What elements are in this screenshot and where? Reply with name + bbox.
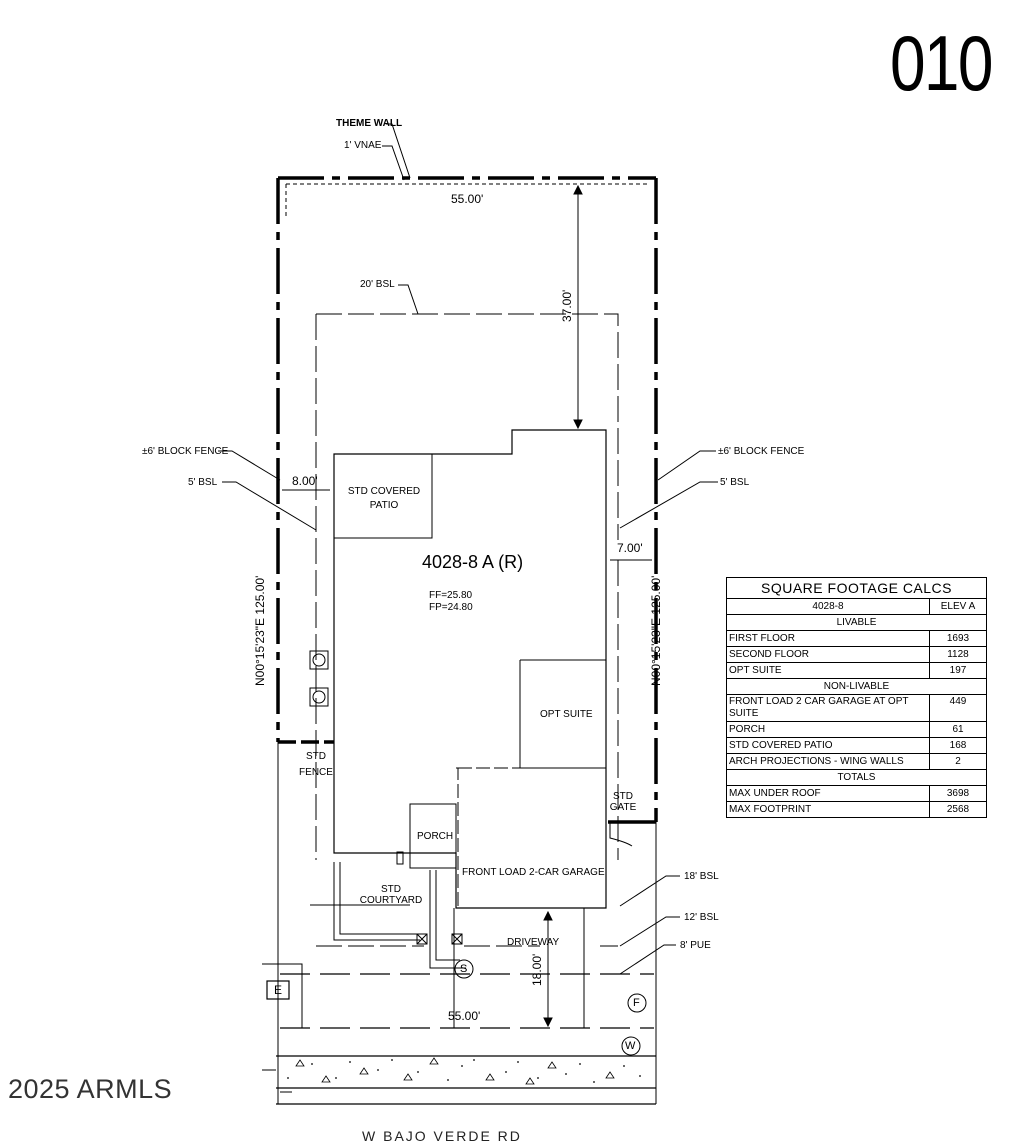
plan-name: 4028-8 A (R) [422,552,524,572]
ac-unit-2 [309,687,329,707]
gate-swing [609,822,633,847]
water-symbol: W [625,1040,636,1052]
garage-label: FRONT LOAD 2-CAR GARAGE [462,867,605,878]
table-title: SQUARE FOOTAGE CALCS [726,577,987,599]
vnae-line [285,183,650,216]
sewer-marker [454,959,474,979]
driveway-label: DRIVEWAY [507,937,560,948]
covered-patio-label: STD COVERED PATIO [347,486,421,511]
hose-bib-2 [451,933,463,945]
rear-setback-dim: 37.00' [560,289,574,322]
electric-box [266,980,290,1000]
hose-bib-1 [416,933,428,945]
block-fence-right-label: ±6' BLOCK FENCE [718,446,805,457]
section-nonlivable: NON-LIVABLE [726,678,987,695]
opt-suite-label: OPT SUITE [540,709,593,720]
street-name: W BAJO VERDE RD [362,1128,522,1144]
bsl-5-right-label: 5' BSL [720,477,750,488]
vnae-label: 1' VNAE [344,140,382,151]
pue-8-label: 8' PUE [680,940,711,951]
block-fence-left-label: ±6' BLOCK FENCE [142,446,229,457]
house-footprint [333,429,607,909]
finished-floor: FF=25.80 [429,590,473,601]
lot-number: 010 [890,19,993,107]
watermark: 2025 ARMLS [8,1074,173,1104]
bsl-12-label: 12' BSL [684,912,719,923]
fire-marker [627,993,647,1013]
std-fence-label: STD FENCE [299,751,333,778]
courtyard-label: STD COURTYARD [359,884,423,906]
courtyard-wall [333,862,420,941]
section-livable: LIVABLE [726,614,987,631]
porch-outline [409,803,457,869]
bsl-5-left-label: 5' BSL [188,477,218,488]
walk [429,870,466,969]
fire-symbol: F [633,997,640,1009]
square-footage-table: SQUARE FOOTAGE CALCS 4028-8 ELEV A LIVAB… [726,577,987,818]
lot-width-top: 55.00' [451,192,484,206]
lot-width-bottom: 55.00' [448,1009,481,1023]
lot-depth-left: N00°15'23"E 125.00' [253,575,267,686]
patio-outline [333,454,433,539]
ac-unit-1 [309,650,329,670]
theme-wall-label: THEME WALL [336,118,403,129]
right-side-dim: 7.00' [617,541,643,555]
left-side-dim: 8.00' [292,474,318,488]
front-setback-dim: 18.00' [530,953,544,986]
lot-depth-right: N00°15'23"E 125.00' [649,575,663,686]
finished-pad: FP=24.80 [429,602,473,613]
bsl-18-label: 18' BSL [684,871,719,882]
std-gate-label: STD GATE [609,791,637,813]
porch-label: PORCH [417,831,454,842]
bsl-20-label: 20' BSL [360,279,395,290]
electric-box-outline [262,963,303,1028]
sidewalk-edge [262,1069,292,1093]
porch-post [396,851,404,865]
water-marker [621,1036,641,1056]
garage-outline [456,767,606,908]
electric-symbol: E [274,983,283,997]
table-row: 4028-8 ELEV A [726,598,987,615]
rear-setback-line [315,313,619,860]
section-totals: TOTALS [726,769,987,786]
sewer-symbol: S [460,963,468,975]
